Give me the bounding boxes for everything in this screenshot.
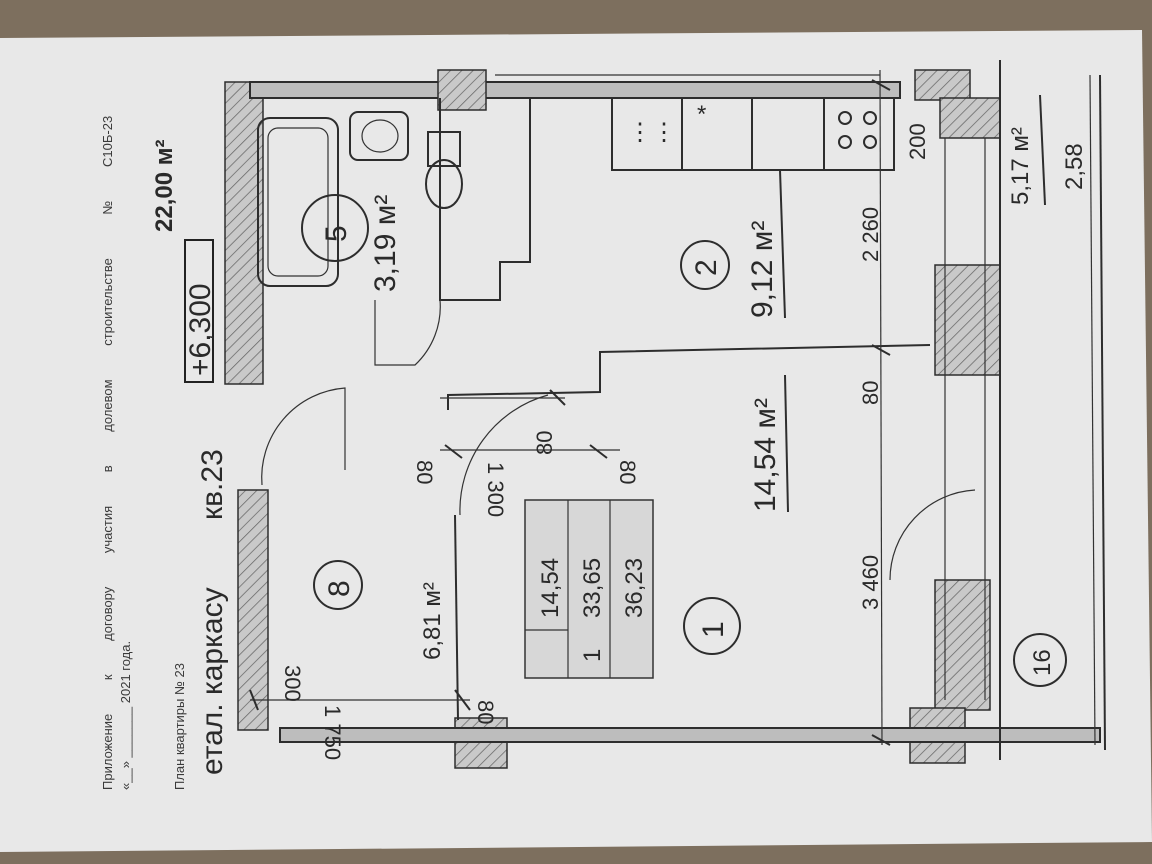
dim-300: 300 <box>280 665 305 702</box>
room-5-number: 5 <box>320 225 353 242</box>
room-5-circle <box>301 194 369 262</box>
table-living-area: 14,54 <box>537 558 564 618</box>
header-block: Приложение к договору участия в долевом … <box>100 116 187 790</box>
table-area-with-balcony: 36,23 <box>621 558 648 618</box>
dim-80-door: 80 <box>615 460 640 484</box>
level-box <box>184 239 214 383</box>
room-2-area: 9,12 м² <box>746 221 779 318</box>
room-1-circle <box>683 597 741 655</box>
wall-hall-left <box>237 489 269 731</box>
level-label: +6,300 <box>184 283 217 376</box>
dim-1300: 1 300 <box>483 462 508 517</box>
room-16-circle <box>1013 633 1067 687</box>
area-summary-table: 14,54 1 33,65 36,23 <box>524 499 654 679</box>
dim-1750: 1 750 <box>320 705 345 760</box>
wall-right-window1 <box>934 264 1001 376</box>
partition-hall-living <box>454 514 459 721</box>
sink <box>349 111 409 161</box>
toilet <box>427 131 461 167</box>
material-label: етал. каркасу <box>196 587 229 775</box>
room-1-number: 1 <box>697 621 730 638</box>
room-8-circle <box>313 560 363 610</box>
svg-text:Приложение к догов: Приложение к договору участия в долевом … <box>100 116 115 790</box>
room-2-circle <box>680 240 730 290</box>
bathroom-door-arc <box>374 299 441 366</box>
asterisk-icon: * <box>697 101 706 128</box>
room-5-area: 3,19 м² <box>369 195 402 292</box>
header-word: Приложение <box>100 714 115 790</box>
room-8-number: 8 <box>323 580 356 597</box>
header-word: С10Б-23 <box>100 116 115 167</box>
room-16-number: 16 <box>1029 649 1056 676</box>
partition-kitchen-living <box>447 344 931 410</box>
partition-bath-kitchen <box>439 98 531 301</box>
living-door-arc <box>459 394 549 516</box>
dim-80-living: 80 <box>532 431 557 455</box>
header-date: «__» _______ 2021 года. <box>118 641 133 790</box>
entrance-door-arc <box>261 387 346 486</box>
header-word: участия <box>100 506 115 553</box>
wall-top-block <box>437 69 487 111</box>
dim-2260: 2 260 <box>858 207 883 262</box>
wall-corner-right <box>914 69 971 101</box>
room-8-area: 6,81 м² <box>419 582 446 660</box>
bathtub <box>257 117 339 287</box>
kitchen-fixture-icon: ⋮⋮ <box>628 119 676 146</box>
wall-bathroom-left <box>224 81 264 385</box>
dim-200: 200 <box>905 123 930 160</box>
balcony-door-arc <box>889 489 976 581</box>
wall-right-window2 <box>934 579 991 711</box>
wall-right-upper <box>939 97 1001 139</box>
paper <box>0 30 1152 852</box>
header-word: договору <box>100 586 115 641</box>
dim-80-right: 80 <box>858 381 883 405</box>
dim-80-hall: 80 <box>412 460 437 484</box>
apartment-label: кв.23 <box>196 449 229 520</box>
header-word: строительстве <box>100 258 115 346</box>
header-word: в <box>100 465 115 472</box>
plan-caption: План квартиры № 23 <box>172 663 187 790</box>
dim-80-bottom: 80 <box>473 700 498 724</box>
header-word: № <box>100 201 115 215</box>
stove <box>823 97 895 171</box>
room-2-number: 2 <box>690 259 723 276</box>
table-rooms-count: 1 <box>579 649 606 662</box>
header-word: долевом <box>100 379 115 431</box>
wall-bottom <box>279 727 1101 743</box>
dim-3460: 3 460 <box>858 555 883 610</box>
header-word: к <box>100 674 115 680</box>
table-total-area: 33,65 <box>579 558 606 618</box>
total-area-top: 22,00 м² <box>151 140 178 232</box>
room-1-area: 14,54 м² <box>749 398 782 512</box>
room-16-area: 5,17 м² <box>1007 127 1034 205</box>
wall-top <box>249 81 901 99</box>
room-16-extra: 2,58 <box>1061 143 1088 190</box>
